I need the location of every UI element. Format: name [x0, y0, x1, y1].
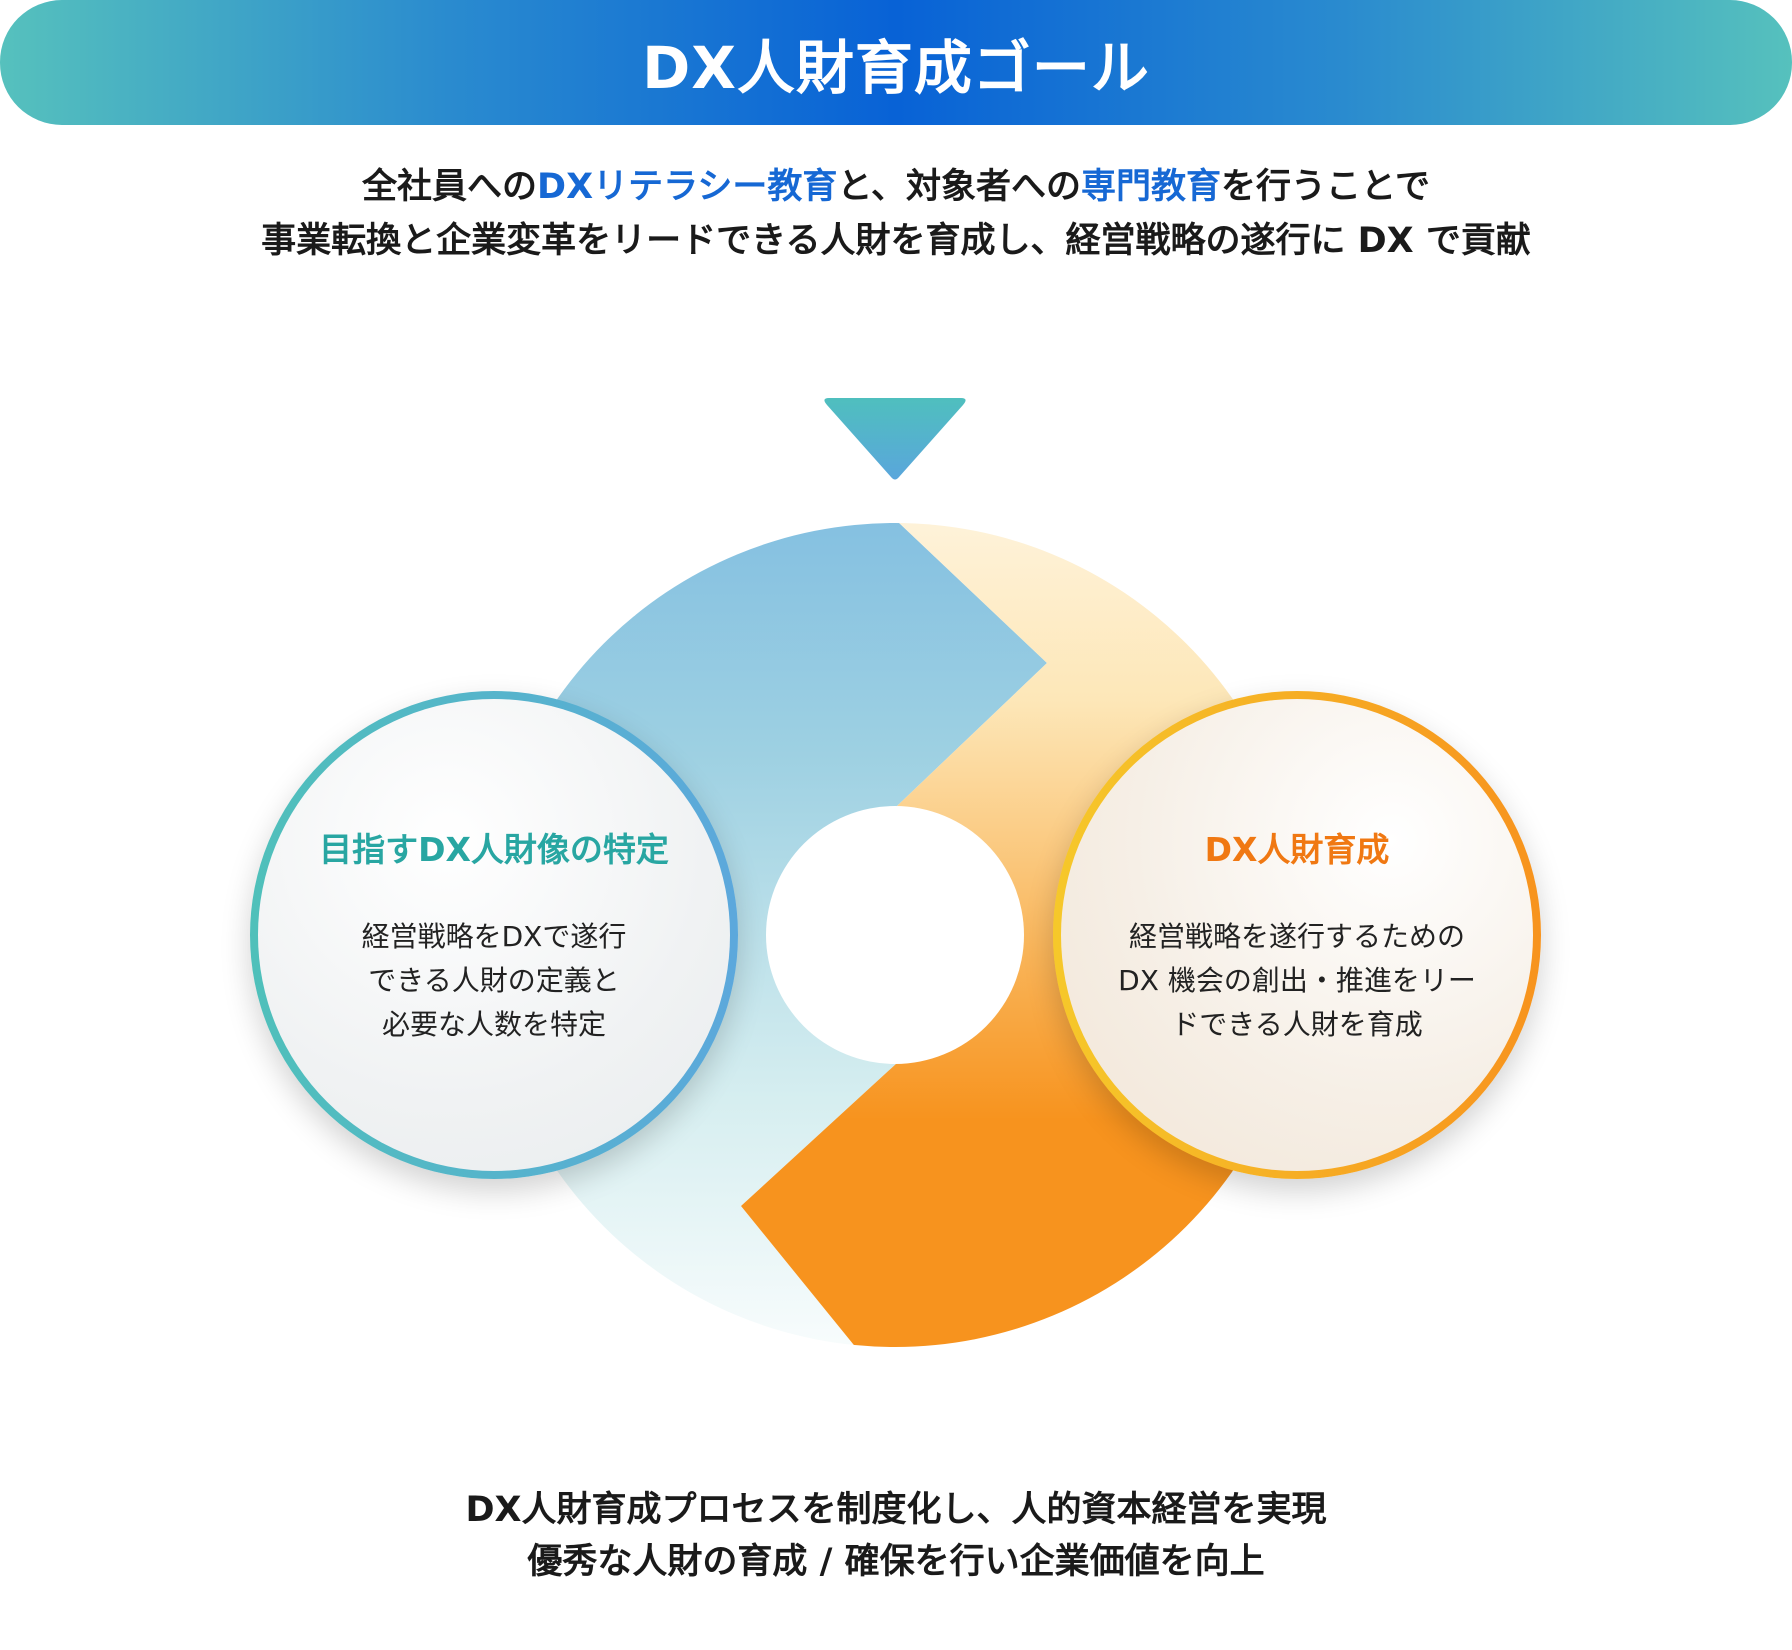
step-card-develop: DX人財育成 経営戦略を遂行するための DX 機会の創出・推進をリー ドできる人… [1053, 691, 1541, 1179]
title-banner: DX人財育成ゴール [0, 0, 1792, 125]
step-line: DX 機会の創出・推進をリー [1118, 964, 1476, 997]
step-line: 必要な人数を特定 [381, 1008, 606, 1041]
lead-text: 全社員へのDXリテラシー教育と、対象者への専門教育を行うことで 事業転換と企業変… [0, 160, 1792, 268]
step-line: 経営戦略をDXで遂行 [361, 920, 627, 953]
step-line: ドできる人財を育成 [1171, 1008, 1423, 1041]
lead-segment: を行うことで [1221, 167, 1430, 207]
step-title: DX人財育成 [1204, 830, 1390, 869]
lead-highlight: 専門教育 [1081, 167, 1222, 207]
lead-highlight: DXリテラシー教育 [537, 167, 838, 207]
lead-segment: と、対象者への [837, 167, 1081, 207]
step-description: 経営戦略を遂行するための DX 機会の創出・推進をリー ドできる人財を育成 [1118, 915, 1476, 1047]
outcome-line-1: DX人財育成プロセスを制度化し、人的資本経営を実現 [465, 1490, 1327, 1530]
lead-line-1: 全社員へのDXリテラシー教育と、対象者への専門教育を行うことで [0, 160, 1792, 214]
step-description: 経営戦略をDXで遂行 できる人財の定義と 必要な人数を特定 [362, 915, 627, 1047]
page-title: DX人財育成ゴール [642, 33, 1150, 102]
lead-segment: 全社員への [362, 167, 538, 207]
outcome-line-2: 優秀な人財の育成 / 確保を行い企業価値を向上 [527, 1542, 1265, 1582]
step-title: 目指すDX人財像の特定 [319, 830, 669, 869]
step-card-identify: 目指すDX人財像の特定 経営戦略をDXで遂行 できる人財の定義と 必要な人数を特… [250, 691, 738, 1179]
step-line: できる人財の定義と [368, 964, 620, 997]
lead-line-2: 事業転換と企業変革をリードできる人財を育成し、経営戦略の遂行に DX で貢献 [261, 221, 1531, 261]
step-line: 経営戦略を遂行するための [1128, 920, 1465, 953]
outcome-text: DX人財育成プロセスを制度化し、人的資本経営を実現 優秀な人財の育成 / 確保を… [0, 1484, 1792, 1588]
